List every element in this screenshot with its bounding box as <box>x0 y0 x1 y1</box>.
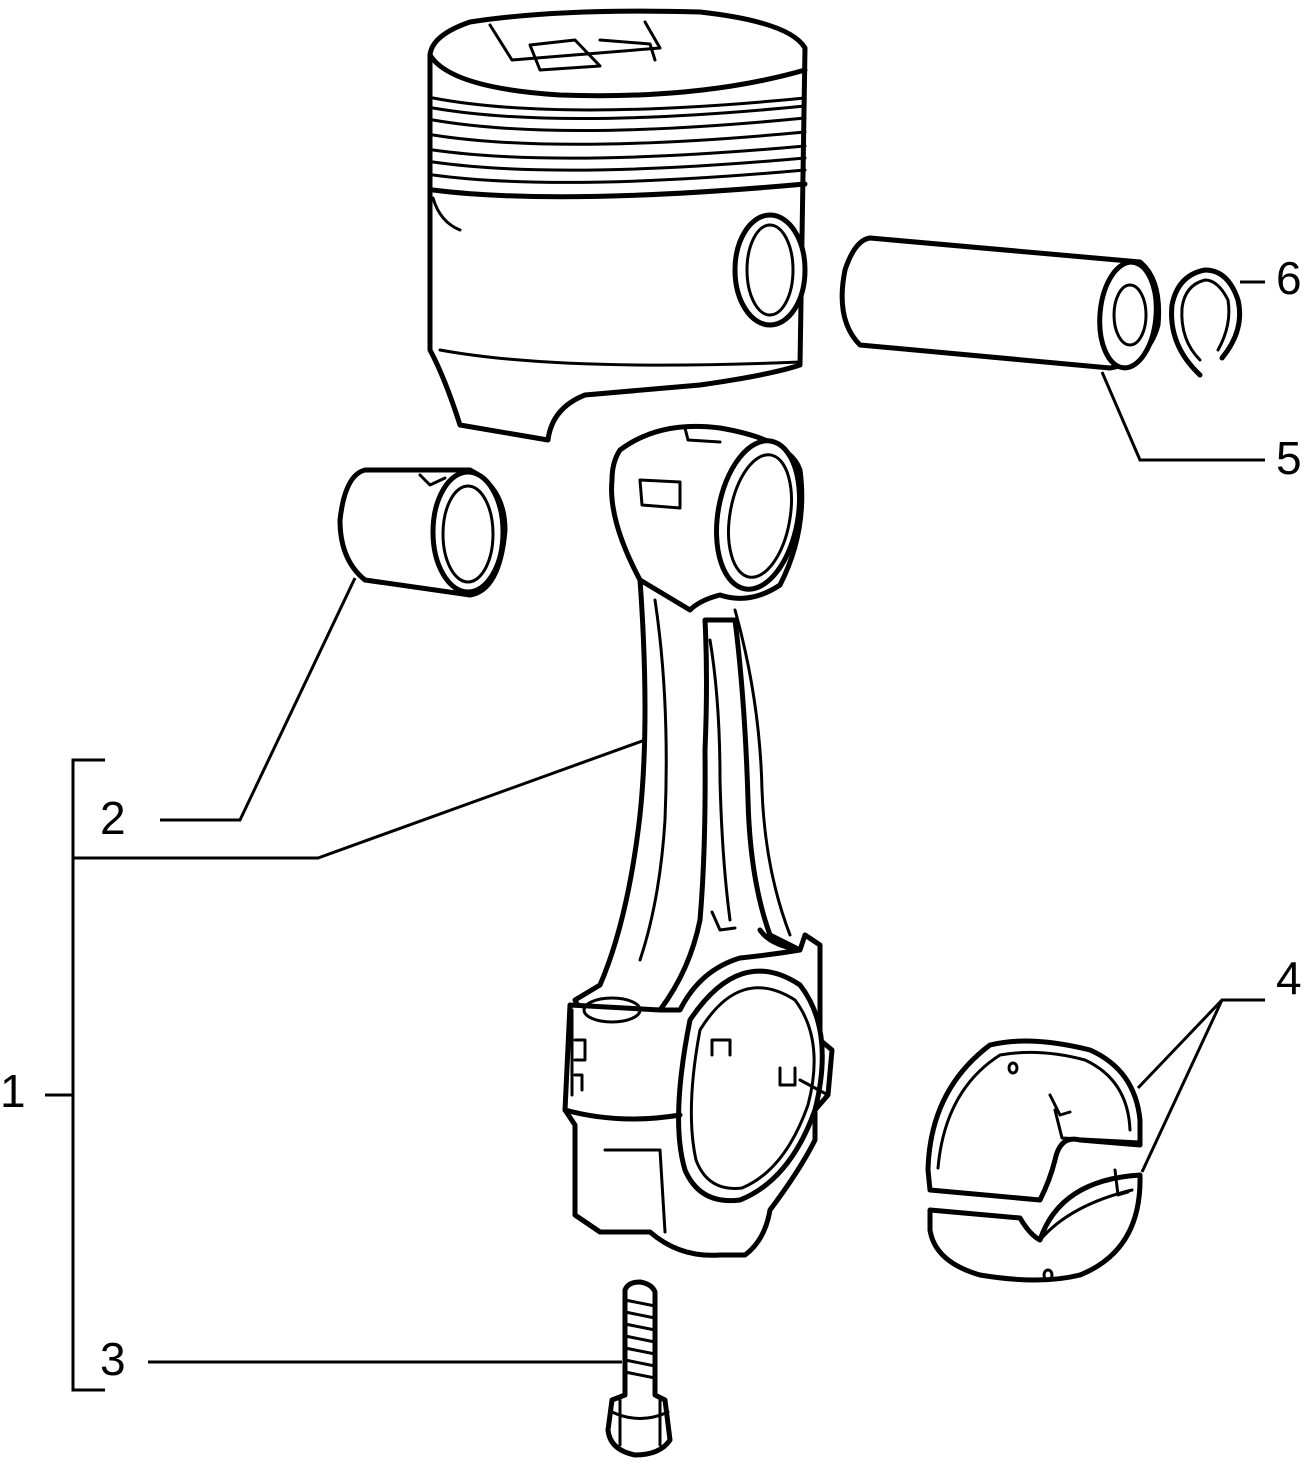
connecting-rod <box>562 423 835 1258</box>
callout-4: 4 <box>1276 952 1302 1004</box>
callout-1: 1 <box>0 1065 26 1117</box>
callout-3: 3 <box>100 1333 126 1385</box>
circlip <box>1169 267 1243 378</box>
piston <box>427 8 808 443</box>
callout-5: 5 <box>1276 432 1302 484</box>
small-end-bushing <box>337 467 508 598</box>
assembly-bracket <box>71 758 105 1392</box>
piston-pin <box>839 235 1162 371</box>
leader-lines <box>45 280 1265 1392</box>
callout-2: 2 <box>100 792 126 844</box>
rod-bolt <box>605 1279 673 1458</box>
bearing-shells <box>925 1038 1143 1283</box>
callout-6: 6 <box>1276 252 1302 304</box>
